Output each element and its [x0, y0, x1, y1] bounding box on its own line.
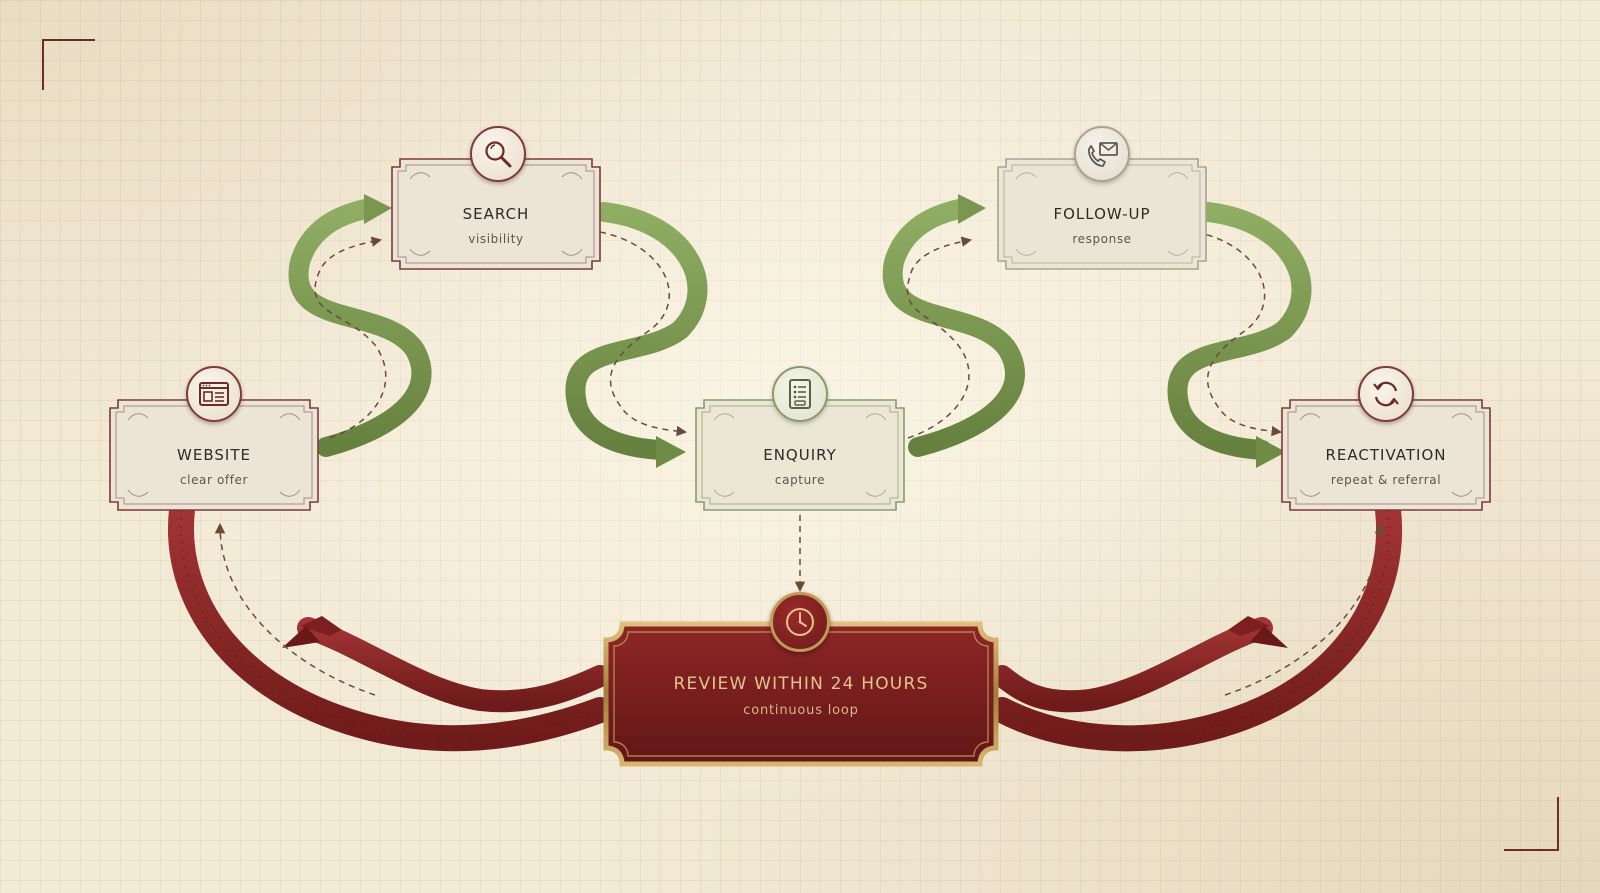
card-frame — [391, 158, 601, 270]
node-subtitle: clear offer — [179, 473, 249, 487]
card-frame — [997, 158, 1207, 270]
card-frame — [695, 399, 905, 511]
arrow-search-to-enquiry — [565, 202, 708, 468]
corner-bracket-bottom-right — [1504, 797, 1559, 851]
review-plate[interactable]: REVIEW WITHIN 24 HOURS continuous loop — [600, 618, 1002, 770]
card-frame — [1281, 399, 1491, 511]
red-ribbon-left — [168, 497, 613, 752]
corner-bracket-top-left — [42, 39, 95, 90]
node-followup[interactable]: FOLLOW-UP response — [996, 157, 1208, 271]
node-title: REACTIVATION — [1325, 446, 1447, 464]
magnifier-icon — [470, 126, 526, 182]
browser-window-icon — [186, 366, 242, 422]
node-subtitle: repeat & referral — [1330, 473, 1442, 487]
node-title: ENQUIRY — [763, 446, 837, 464]
node-subtitle: visibility — [468, 232, 524, 246]
refresh-cycle-icon — [1358, 366, 1414, 422]
node-subtitle: response — [1072, 232, 1132, 246]
node-enquiry[interactable]: ENQUIRY capture — [694, 398, 906, 512]
node-title: SEARCH — [462, 205, 530, 223]
review-plate-frame — [603, 621, 999, 767]
arrow-enquiry-to-followup — [882, 194, 1025, 457]
card-frame — [109, 399, 319, 511]
phone-envelope-icon — [1074, 126, 1130, 182]
node-title: WEBSITE — [177, 446, 251, 464]
arrow-website-to-search — [288, 194, 432, 457]
node-title: FOLLOW-UP — [1053, 205, 1151, 223]
arrow-followup-to-reactivation — [1167, 202, 1312, 468]
node-website[interactable]: WEBSITE clear offer — [108, 398, 320, 512]
node-search[interactable]: SEARCH visibility — [390, 157, 602, 271]
review-subtitle: continuous loop — [743, 703, 859, 718]
node-subtitle: capture — [774, 473, 826, 487]
node-reactivation[interactable]: REACTIVATION repeat & referral — [1280, 398, 1492, 512]
clock-icon — [770, 592, 830, 652]
review-title: REVIEW WITHIN 24 HOURS — [673, 674, 929, 694]
dashed-guides — [214, 231, 1386, 696]
red-ribbon-right — [989, 497, 1403, 752]
form-list-icon — [772, 366, 828, 422]
